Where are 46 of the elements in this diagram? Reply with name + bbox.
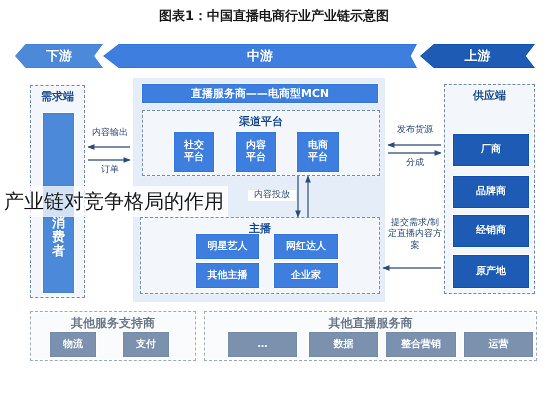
category-box: 厂商 [453,134,529,166]
category-box: 经销商 [453,215,529,247]
group-title: 供应端 [472,88,507,103]
category-box: 数据 [309,332,378,357]
dashed-group-box [142,110,380,176]
category-box: 网红达人 [274,234,338,259]
chevron-band [420,44,535,68]
category-box: 运营 [464,332,533,357]
category-box: 原产地 [453,255,529,288]
chevron-band [15,44,103,68]
dashed-group-box [204,311,537,361]
category-box: 社交平台 [174,132,214,172]
dashed-group-box [140,217,380,294]
arrow [388,150,442,156]
arrow [87,144,130,150]
group-title: 主播 [248,221,272,236]
group-title: 渠道平台 [238,114,284,129]
arrow [305,175,311,217]
group-title: 其他直播服务商 [328,315,414,332]
category-box: 内容平台 [236,132,276,172]
group-title: 需求端 [40,89,75,104]
category-box: 整合营销 [386,332,456,357]
arrow [295,176,301,218]
category-box: 电商平台 [297,132,339,172]
group-title: 其他服务支持商 [70,315,156,332]
bar-label: 消费者 [52,216,65,260]
arrow [387,142,441,148]
edge-label: 提交需求/制定直播内容方案 [388,218,442,252]
diagram-title: 图表1：中国直播电商行业产业链示意图 [158,8,390,25]
dashed-group-box [30,311,196,361]
header-bar: 直播服务商——电商型MCN [142,84,378,103]
arrow [88,157,131,163]
category-box: 其他主播 [196,263,259,288]
edge-label: 内容投放 [248,190,296,202]
category-box: 企业家 [274,263,338,288]
category-box: … [228,332,297,357]
category-box: 支付 [123,332,169,357]
dashed-group-box [444,84,535,294]
chevron-band [103,44,417,68]
arrow [382,265,441,271]
band-label: 下游 [46,48,72,65]
band-label: 上游 [464,48,490,65]
band-label: 中游 [247,48,273,65]
category-box: 明星艺人 [196,234,259,259]
category-box: 品牌商 [453,176,529,208]
category-box: 物流 [50,332,96,357]
